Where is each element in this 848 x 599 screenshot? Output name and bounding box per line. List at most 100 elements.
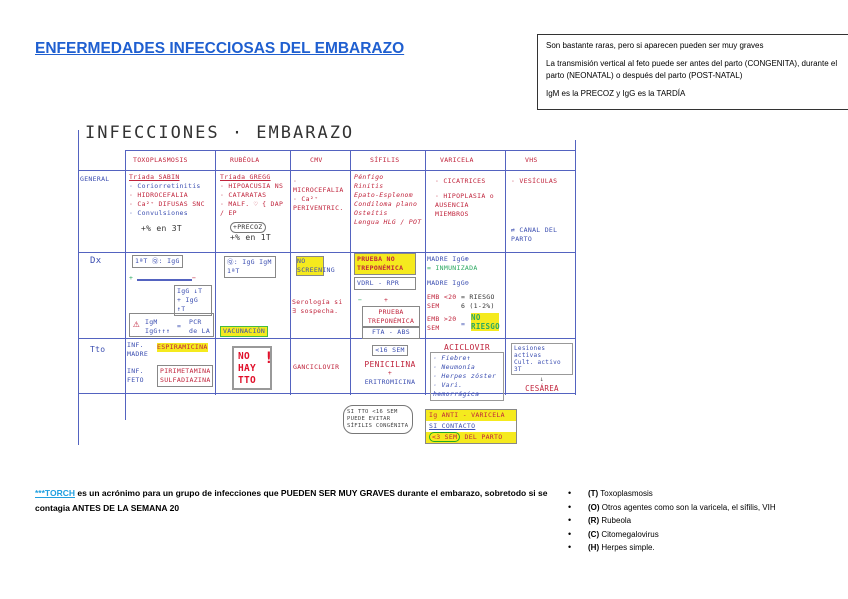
cell-text: MADRE IgG⊕	[427, 255, 470, 263]
row-header: Tto	[90, 345, 106, 354]
cell-text: ERITROMICINA	[364, 378, 416, 386]
cell-dx-rubeola: Ⓠ: IgG IgM 1ªT VACUNACIÓN	[220, 256, 288, 337]
cell-text: Rinitis	[354, 182, 384, 190]
cell-text: VACUNACIÓN	[220, 326, 269, 337]
cell-text: · Herpes zóster	[433, 372, 497, 380]
cell-text: · HIPOPLASIA o AUSENCIA MIEMBROS	[435, 192, 494, 218]
cell-text: · Neumonía	[433, 363, 476, 371]
cell-general-rubeola: Tríada GREGG · HIPOACUSIA NS · CATARATAS…	[220, 173, 288, 242]
column-header: CMV	[310, 156, 323, 164]
cell-text: PRUEBA TREPONÉMICA	[362, 306, 420, 328]
cell-text: MADRE IgG⊖	[427, 279, 470, 287]
note-line: IgM es la PRECOZ y IgG es la TARDÍA	[546, 89, 686, 98]
cell-text: SI CONTACTO	[429, 422, 476, 430]
cell-text: IgM IgG↑↑↑	[145, 318, 171, 335]
cell-text: NO HAY TTO	[238, 351, 257, 386]
list-item: (H) Herpes simple.	[568, 541, 776, 555]
cell-text: INF. MADRE	[127, 341, 149, 358]
column-header: RUBÉOLA	[230, 156, 260, 164]
cell-text: <3 SEM	[429, 432, 461, 442]
cell-text: =	[461, 320, 466, 328]
cell-text: +% en 3T	[141, 224, 182, 233]
warning-icon: ⚠	[133, 317, 140, 330]
cell-tto-sifilis: <16 SEM PENICILINA + ERITROMICINA	[360, 345, 420, 387]
torch-text: es un acrónimo para un grupo de infeccio…	[35, 488, 548, 513]
cell-text: Epato-Esplenom	[354, 191, 413, 199]
cell-text: · Vari. hemorrágica	[433, 381, 480, 398]
list-item: (C) Citomegalovirus	[568, 528, 776, 542]
cell-text: FTA - ABS	[362, 326, 420, 339]
cell-tto-rubeola: NO HAY TTO !	[232, 346, 274, 390]
cell-text: · Convulsiones	[129, 209, 188, 217]
column-header: VARICELA	[440, 156, 474, 164]
cell-text: Tríada SABIN	[129, 173, 180, 181]
torch-link[interactable]: ***TORCH	[35, 488, 75, 498]
cell-text: EMB <20 SEM	[427, 293, 457, 310]
cell-text: +	[129, 274, 134, 282]
cell-text: Condiloma plano	[354, 200, 418, 208]
cell-text: +PRECOZ	[230, 222, 266, 233]
cell-text: Serología si ∃ sospecha.	[292, 298, 343, 315]
cell-general-sifilis: Pénfigo Rinitis Epato-Esplenom Condiloma…	[354, 173, 424, 227]
cell-dx-varicela: MADRE IgG⊕ = INMUNIZADA MADRE IgG⊖ EMB <…	[427, 255, 503, 337]
torch-paragraph: ***TORCH es un acrónimo para un grupo de…	[35, 486, 555, 516]
cell-text: Ig ANTI - VARICELA	[426, 410, 516, 421]
cell-general-varicela: · CICATRICES · HIPOPLASIA o AUSENCIA MIE…	[435, 177, 503, 219]
varicela-note-box: Ig ANTI - VARICELA SI CONTACTO <3 SEM DE…	[425, 409, 517, 444]
cell-text: · Coriorretinitis	[129, 182, 201, 190]
cell-text: +% en 1T	[230, 233, 271, 242]
cell-tto-vhs: Lesiones activas Cult. activo 3T ↓ CESÁR…	[511, 343, 573, 393]
column-header: SÍFILIS	[370, 156, 400, 164]
cell-tto-varicela: ACICLOVIR · Fiebre↑ · Neumonía · Herpes …	[430, 343, 504, 401]
cell-text: NO SCREENING	[296, 256, 335, 276]
cell-text: PRUEBA NO TREPONÉMICA	[354, 253, 416, 275]
cell-text: · Ca²⁺ DIFUSAS SNC	[129, 200, 205, 208]
handwritten-table-image: INFECCIONES · EMBARAZO TOXOPLASMOSIS RUB…	[75, 125, 580, 450]
cell-text: · CICATRICES	[435, 177, 486, 185]
cell-text: ⇄ CANAL DEL PARTO	[511, 226, 558, 243]
cell-general-vhs: · VESÍCULAS ⇄ CANAL DEL PARTO	[511, 177, 573, 244]
cell-text: · Fiebre↑	[433, 354, 471, 362]
cell-text: 1ªT Ⓠ: IgG	[132, 255, 183, 268]
cell-text: · VESÍCULAS	[511, 177, 558, 185]
cell-text: · MALF. ♡ { DAP / EP	[220, 200, 284, 217]
column-header: TOXOPLASMOSIS	[133, 156, 188, 164]
cell-text: INF. FETO	[127, 367, 144, 384]
torch-list: (T) Toxoplasmosis (O) Otros agentes como…	[568, 487, 776, 555]
list-item: (O) Otros agentes como son la varicela, …	[568, 501, 776, 515]
cell-text: PENICILINA	[364, 360, 416, 369]
note-line: La transmisión vertical al feto puede se…	[546, 59, 838, 80]
cell-text: Pénfigo	[354, 173, 384, 181]
list-item: (T) Toxoplasmosis	[568, 487, 776, 501]
cell-text: Lengua HLG / POT	[354, 218, 422, 226]
cell-text: · CATARATAS	[220, 191, 267, 199]
cell-text: · Ca²⁺ PERIVENTRIC.	[293, 195, 344, 212]
cell-text: Cult. activo 3T	[514, 359, 561, 373]
row-header: Dx	[90, 256, 102, 266]
cell-text: −	[358, 296, 363, 304]
cell-text: · HIDROCEFALIA	[129, 191, 188, 199]
cell-text: Osteítis	[354, 209, 388, 217]
cell-text: · HIPOACUSIA NS	[220, 182, 284, 190]
sheet-heading: INFECCIONES · EMBARAZO	[85, 123, 355, 143]
cell-text: NO RIESGO	[471, 313, 500, 331]
cell-text: ACICLOVIR	[443, 343, 491, 352]
row-header: GENERAL	[80, 175, 110, 183]
cell-text: <16 SEM	[372, 345, 408, 356]
cell-text: = RIESGO 6 (1-2%)	[461, 293, 495, 310]
cell-text: EMB >20 SEM	[427, 315, 457, 332]
cell-text: PCR de LA	[189, 318, 211, 335]
cell-dx-toxo: 1ªT Ⓠ: IgG + − IgG ↓T + IgG ↑T ⚠ IgM IgG…	[129, 255, 214, 337]
cell-text: CESÁREA	[525, 384, 559, 393]
cell-text: −	[192, 274, 197, 282]
cell-text: · MICROCEFALIA	[293, 177, 344, 194]
cell-text: +	[384, 296, 389, 304]
sifilis-note-cloud: SI TTO <16 SEM PUEDE EVITAR SÍFILIS CONG…	[343, 405, 413, 434]
cell-text: DEL PARTO	[464, 433, 503, 441]
note-box: Son bastante raras, pero si aparecen pue…	[537, 34, 848, 110]
cell-dx-sifilis: PRUEBA NO TREPONÉMICA VDRL - RPR − + PRU…	[354, 253, 424, 339]
cell-text: VDRL - RPR	[354, 277, 416, 290]
column-header: VHS	[525, 156, 538, 164]
cell-dx-cmv: NO SCREENING Serología si ∃ sospecha.	[292, 256, 349, 316]
list-item: (R) Rubeola	[568, 514, 776, 528]
